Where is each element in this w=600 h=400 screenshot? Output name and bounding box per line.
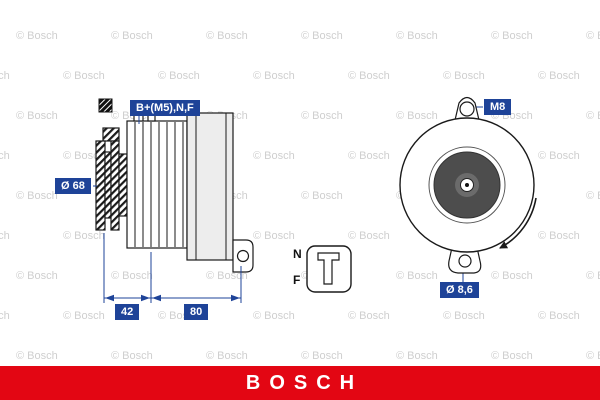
connector-pin-f-label: F: [293, 273, 301, 287]
watermark-text: © Bosch: [63, 310, 105, 322]
watermark-text: © Bosch: [158, 70, 200, 82]
watermark-text: © Bosch: [253, 70, 295, 82]
connector-t-slot: [317, 252, 340, 285]
pulley-diameter-label: Ø 68: [55, 178, 91, 194]
rear-housing: [186, 112, 234, 261]
watermark-text: © Bosch: [348, 70, 390, 82]
mounting-thread-label: M8: [484, 99, 512, 115]
dimension-lines: [93, 106, 483, 303]
watermark-text: © Bosch: [16, 30, 58, 42]
watermark-text: © Bosch: [301, 30, 343, 42]
watermark-text: © Bosch: [586, 190, 600, 202]
watermark-text: © Bosch: [586, 350, 600, 362]
watermark-text: © Bosch: [63, 230, 105, 242]
watermark-text: © Bosch: [206, 350, 248, 362]
brand-logo-text: BOSCH: [245, 371, 364, 394]
watermark-text: © Bosch: [253, 230, 295, 242]
watermark-text: © Bosch: [348, 230, 390, 242]
alternator-side-view: [95, 104, 254, 273]
brand-bar: BOSCH: [0, 366, 600, 400]
mounting-lug-hole: [236, 249, 250, 263]
watermark-text: © Bosch: [0, 310, 10, 322]
watermark-text: © Bosch: [396, 110, 438, 122]
connector-pin-n-label: N: [293, 247, 302, 261]
watermark-text: © Bosch: [538, 70, 580, 82]
watermark-text: © Bosch: [586, 30, 600, 42]
watermark-text: © Bosch: [586, 110, 600, 122]
watermark-text: © Bosch: [0, 70, 10, 82]
watermark-text: © Bosch: [111, 350, 153, 362]
watermark-text: © Bosch: [396, 350, 438, 362]
watermark-text: © Bosch: [301, 350, 343, 362]
terminals-label: B+(M5),N,F: [130, 100, 200, 116]
watermark-text: © Bosch: [396, 30, 438, 42]
watermark-text: © Bosch: [0, 150, 10, 162]
watermark-text: © Bosch: [253, 150, 295, 162]
watermark-text: © Bosch: [16, 270, 58, 282]
bearing-ring: [428, 146, 506, 224]
watermark-text: © Bosch: [348, 150, 390, 162]
top-ear-hole: [459, 101, 475, 117]
connector-detail: [306, 245, 352, 293]
watermark-text: © Bosch: [16, 190, 58, 202]
watermark-text: © Bosch: [491, 30, 533, 42]
dimension-arrowheads: [105, 294, 240, 302]
watermark-text: © Bosch: [63, 150, 105, 162]
watermark-text: © Bosch: [396, 270, 438, 282]
front-bracket: [126, 120, 188, 249]
watermark-text: © Bosch: [206, 270, 248, 282]
watermark-text: © Bosch: [111, 270, 153, 282]
cooling-fins: [134, 122, 184, 247]
shaft-center-dot: [465, 183, 469, 187]
watermark-text: © Bosch: [491, 350, 533, 362]
watermark-text: © Bosch: [301, 190, 343, 202]
watermark-text: © Bosch: [443, 310, 485, 322]
watermark-text: © Bosch: [443, 70, 485, 82]
dimension-42-label: 42: [115, 304, 140, 320]
watermark-text: © Bosch: [348, 310, 390, 322]
rotation-direction-arrow: [499, 197, 537, 249]
watermark-text: © Bosch: [0, 230, 10, 242]
watermark-text: © Bosch: [16, 350, 58, 362]
housing-symbol-icon: [98, 98, 113, 113]
watermark-text: © Bosch: [16, 110, 58, 122]
watermark-text: © Bosch: [111, 30, 153, 42]
alternator-rear-view: [399, 96, 537, 274]
bottom-ear-hole: [458, 254, 472, 268]
watermark-text: © Bosch: [538, 150, 580, 162]
watermark-text: © Bosch: [206, 30, 248, 42]
watermark-text: © Bosch: [301, 110, 343, 122]
watermark-text: © Bosch: [538, 230, 580, 242]
watermark-text: © Bosch: [491, 270, 533, 282]
watermark-text: © Bosch: [253, 310, 295, 322]
watermark-text: © Bosch: [538, 310, 580, 322]
watermark-text: © Bosch: [63, 70, 105, 82]
pulley: [95, 127, 128, 231]
watermark-text: © Bosch: [586, 270, 600, 282]
dimension-80-label: 80: [184, 304, 209, 320]
mounting-hole-diameter-label: Ø 8,6: [440, 282, 479, 298]
